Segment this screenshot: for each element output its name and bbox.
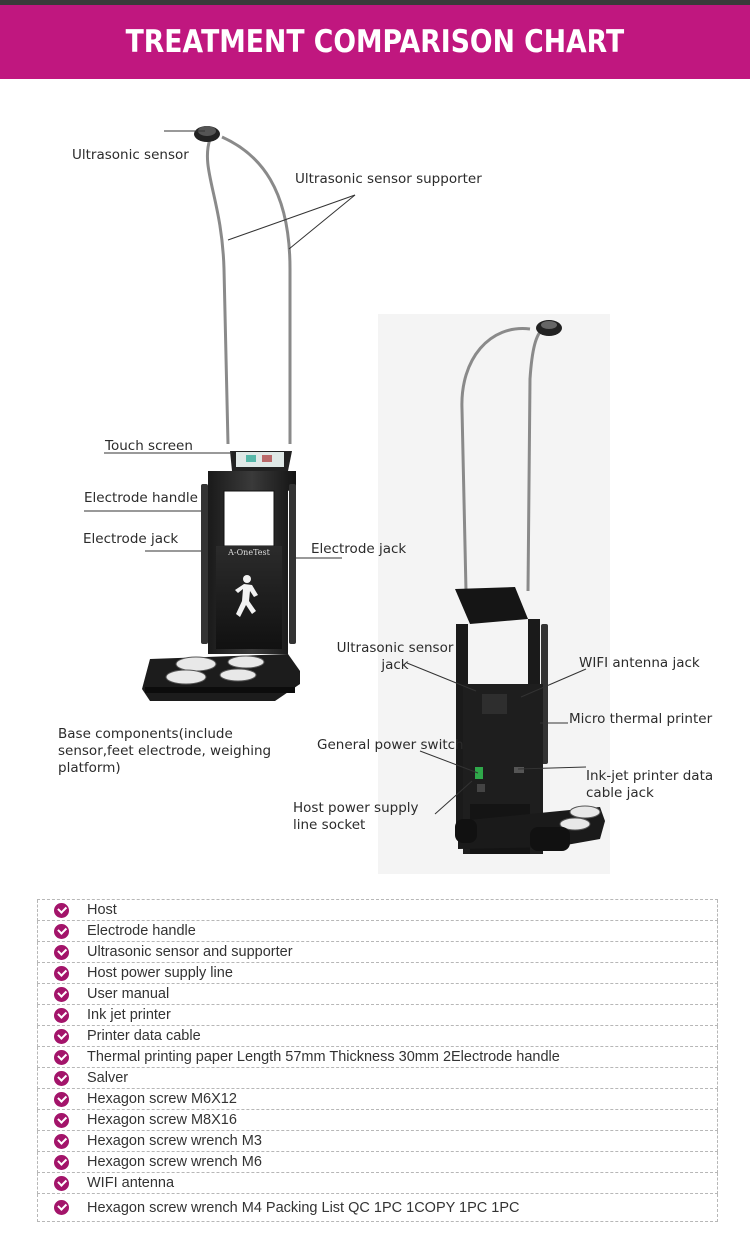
label-inkjet-printer-cable-jack: Ink-jet printer data cable jack <box>586 768 714 801</box>
label-micro-thermal-printer: Micro thermal printer <box>569 711 713 727</box>
list-item: User manual <box>37 984 718 1005</box>
device-logo: A-OneTest <box>227 548 270 557</box>
list-item-text: Hexagon screw wrench M4 Packing List QC … <box>87 1199 520 1216</box>
label-wifi-antenna-jack: WIFI antenna jack <box>579 655 700 671</box>
label-ultrasonic-sensor: Ultrasonic sensor <box>72 147 189 163</box>
check-circle-icon <box>54 1007 69 1023</box>
list-item: Ultrasonic sensor and supporter <box>37 942 718 963</box>
check-circle-icon <box>54 1175 69 1191</box>
list-item-text: Hexagon screw wrench M3 <box>87 1133 262 1149</box>
list-item: Hexagon screw wrench M3 <box>37 1131 718 1152</box>
list-item-text: Host <box>87 902 117 918</box>
check-circle-icon <box>54 1070 69 1086</box>
runner-icon <box>235 575 258 617</box>
label-ultrasonic-sensor-supporter: Ultrasonic sensor supporter <box>295 171 482 187</box>
list-item: Hexagon screw wrench M4 Packing List QC … <box>37 1194 718 1222</box>
list-item: Salver <box>37 1068 718 1089</box>
list-item: Host <box>37 900 718 921</box>
list-item: Hexagon screw wrench M6 <box>37 1152 718 1173</box>
list-item-text: Salver <box>87 1070 129 1086</box>
list-item: Host power supply line <box>37 963 718 984</box>
product-illustration: A-OneTest <box>84 126 610 874</box>
check-circle-icon <box>54 902 69 918</box>
list-item-text: Printer data cable <box>87 1028 201 1044</box>
title-banner: TREATMENT COMPARISON CHART <box>0 5 750 79</box>
list-item-text: Hexagon screw M6X12 <box>87 1091 237 1107</box>
list-item-text: User manual <box>87 986 170 1002</box>
list-item-text: Hexagon screw wrench M6 <box>87 1154 262 1170</box>
list-item-text: Hexagon screw M8X16 <box>87 1112 237 1128</box>
check-circle-icon <box>54 986 69 1002</box>
page-title: TREATMENT COMPARISON CHART <box>125 24 625 60</box>
list-item-text: Ink jet printer <box>87 1007 171 1023</box>
check-circle-icon <box>54 1154 69 1170</box>
back-device <box>378 314 610 874</box>
check-circle-icon <box>54 944 69 960</box>
label-electrode-jack-left: Electrode jack <box>83 531 179 547</box>
list-item: Ink jet printer <box>37 1005 718 1026</box>
check-circle-icon <box>54 1091 69 1107</box>
label-general-power-switch: General power switch <box>317 737 464 753</box>
label-touch-screen: Touch screen <box>105 438 193 454</box>
list-item-text: Ultrasonic sensor and supporter <box>87 944 293 960</box>
list-item: Printer data cable <box>37 1026 718 1047</box>
check-circle-icon <box>54 923 69 939</box>
list-item-text: WIFI antenna <box>87 1175 175 1191</box>
packing-list: Host Electrode handle Ultrasonic sensor … <box>37 899 718 1222</box>
check-circle-icon <box>54 1112 69 1128</box>
check-circle-icon <box>54 1200 69 1215</box>
list-item: Hexagon screw M8X16 <box>37 1110 718 1131</box>
product-diagram: A-OneTest <box>0 79 750 899</box>
label-ultrasonic-sensor-jack: Ultrasonic sensor jack <box>336 640 454 673</box>
list-item: Hexagon screw M6X12 <box>37 1089 718 1110</box>
check-circle-icon <box>54 1133 69 1149</box>
list-item-text: Electrode handle <box>87 923 196 939</box>
check-circle-icon <box>54 1049 69 1065</box>
label-electrode-handle: Electrode handle <box>84 490 198 506</box>
list-item-text: Host power supply line <box>87 965 233 981</box>
front-callout-lines <box>84 130 356 559</box>
label-electrode-jack-right: Electrode jack <box>311 541 407 557</box>
list-item-text: Thermal printing paper Length 57mm Thick… <box>87 1049 560 1065</box>
check-circle-icon <box>54 965 69 981</box>
label-host-power-supply-socket: Host power supply line socket <box>293 800 419 833</box>
back-callout-lines <box>406 662 587 815</box>
check-circle-icon <box>54 1028 69 1044</box>
list-item: Electrode handle <box>37 921 718 942</box>
list-item: WIFI antenna <box>37 1173 718 1194</box>
top-strip <box>0 0 750 5</box>
front-device: A-OneTest <box>142 126 300 701</box>
list-item: Thermal printing paper Length 57mm Thick… <box>37 1047 718 1068</box>
label-base-components: Base components(include sensor,feet elec… <box>58 726 272 776</box>
